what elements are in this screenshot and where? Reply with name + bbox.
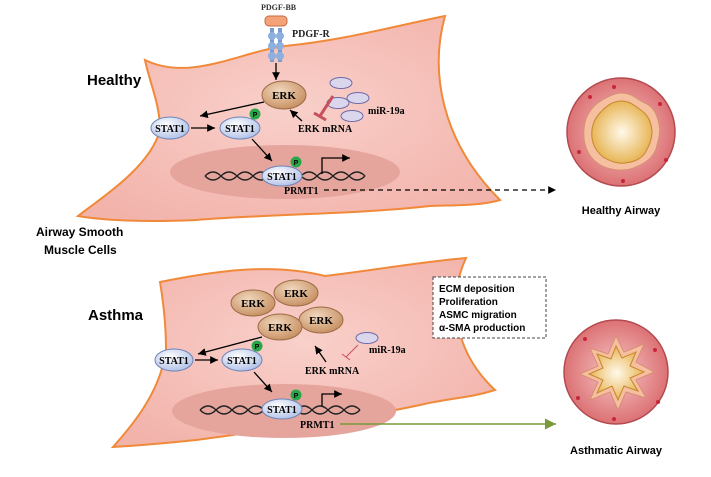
- asthma-mirna-icon: [355, 332, 379, 344]
- svg-text:P: P: [253, 112, 258, 119]
- svg-text:ERK: ERK: [284, 288, 308, 300]
- svg-text:ERK: ERK: [309, 315, 333, 327]
- ligand-label: PDGF-BB: [261, 3, 297, 12]
- receptor-label: PDGF-R: [292, 29, 331, 40]
- healthy-title: Healthy: [87, 72, 142, 89]
- healthy-prmt1: PRMT1: [284, 186, 318, 197]
- outcome-1: Proliferation: [439, 297, 498, 308]
- asthma-phospho-stat1-node: STAT1 P: [221, 340, 263, 372]
- svg-text:ERK: ERK: [268, 322, 292, 334]
- cells-label-1: Airway Smooth: [36, 225, 123, 239]
- svg-text:P: P: [294, 393, 299, 400]
- asthma-title: Asthma: [88, 307, 144, 324]
- healthy-erk-mrna: ERK mRNA: [298, 124, 353, 135]
- svg-text:ERK: ERK: [272, 90, 296, 102]
- svg-text:STAT1: STAT1: [155, 124, 185, 135]
- healthy-mir-label: miR-19a: [368, 106, 405, 117]
- asthma-mir-label: miR-19a: [369, 345, 406, 356]
- asthma-prmt1: PRMT1: [300, 420, 334, 431]
- stat1-node: STAT1: [150, 116, 190, 140]
- healthy-airway-icon: [566, 77, 676, 187]
- outcome-3: α-SMA production: [439, 323, 525, 334]
- asthmatic-airway-icon: [563, 319, 669, 425]
- outcomes-box: [432, 276, 547, 339]
- svg-text:ERK: ERK: [241, 298, 265, 310]
- nuclear-stat1-node: STAT1 P: [261, 156, 303, 187]
- outcome-0: ECM deposition: [439, 284, 515, 295]
- erk-node: ERK: [261, 80, 307, 110]
- phospho-stat1-node: STAT1 P: [219, 108, 261, 140]
- asthmatic-airway-label: Asthmatic Airway: [570, 445, 663, 457]
- cells-label-2: Muscle Cells: [44, 243, 117, 257]
- svg-text:P: P: [294, 160, 299, 167]
- svg-text:STAT1: STAT1: [267, 405, 297, 416]
- mirna-icon: [326, 77, 370, 122]
- outcome-2: ASMC migration: [439, 310, 517, 321]
- asthma-stat1-node: STAT1: [154, 348, 194, 372]
- asthma-erk-mrna: ERK mRNA: [305, 366, 360, 377]
- svg-text:STAT1: STAT1: [227, 356, 257, 367]
- asthma-nuclear-stat1-node: STAT1 P: [261, 389, 303, 420]
- pdgf-receptor-icon: [264, 15, 288, 62]
- svg-text:P: P: [255, 344, 260, 351]
- asthma-erk-cluster: ERK ERK ERK ERK: [230, 279, 344, 341]
- healthy-airway-label: Healthy Airway: [582, 205, 661, 217]
- svg-text:STAT1: STAT1: [225, 124, 255, 135]
- svg-text:STAT1: STAT1: [159, 356, 189, 367]
- svg-text:STAT1: STAT1: [267, 172, 297, 183]
